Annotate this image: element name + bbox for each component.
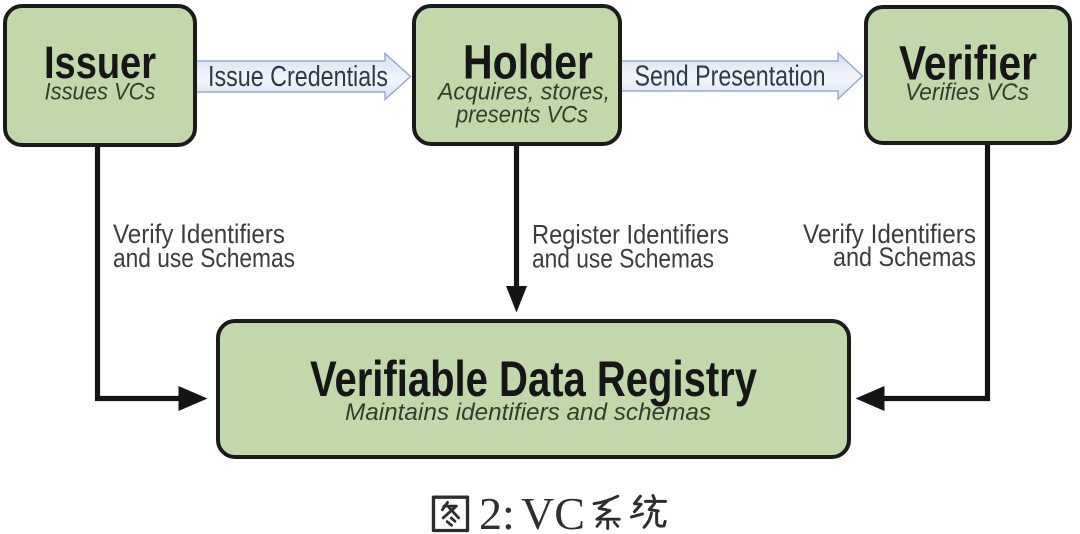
svg-text:Holder: Holder xyxy=(463,36,593,90)
svg-text:Verifies VCs: Verifies VCs xyxy=(905,79,1029,106)
svg-text:Maintains identifiers and sche: Maintains identifiers and schemas xyxy=(345,399,711,426)
svg-text:Verifiable Data Registry: Verifiable Data Registry xyxy=(310,351,757,407)
svg-text:VC: VC xyxy=(521,488,585,534)
svg-text:presents VCs: presents VCs xyxy=(455,102,588,129)
svg-text:and Schemas: and Schemas xyxy=(833,242,976,272)
svg-text:Issuer: Issuer xyxy=(44,37,156,88)
svg-text:Verify Identifiers: Verify Identifiers xyxy=(803,219,976,249)
svg-text:Issues VCs: Issues VCs xyxy=(45,79,156,106)
svg-text:Issue Credentials: Issue Credentials xyxy=(208,61,388,93)
svg-text:Verify Identifiers: Verify Identifiers xyxy=(113,219,285,249)
svg-text:Register Identifiers: Register Identifiers xyxy=(532,220,729,250)
svg-text:and use Schemas: and use Schemas xyxy=(113,243,295,273)
svg-text:Send Presentation: Send Presentation xyxy=(635,61,826,93)
svg-text:2:: 2: xyxy=(479,488,515,534)
svg-text:and use Schemas: and use Schemas xyxy=(532,244,714,274)
svg-text:Verifier: Verifier xyxy=(899,37,1037,91)
svg-text:Acquires, stores,: Acquires, stores, xyxy=(436,79,610,106)
